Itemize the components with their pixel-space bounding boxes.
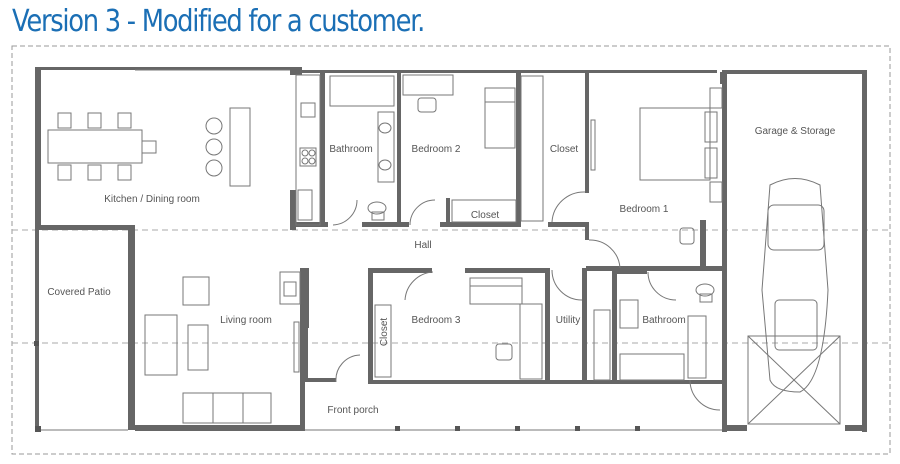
- dashed-grid-lines: [12, 229, 890, 344]
- room-label-utility: Utility: [556, 315, 580, 326]
- room-label-bathroom-1: Bathroom: [329, 144, 372, 155]
- page-title: Version 3 - Modified for a customer.: [12, 4, 425, 39]
- fixtures: [47, 74, 841, 425]
- porch-outline: [35, 69, 722, 431]
- room-label-front-porch: Front porch: [327, 405, 378, 416]
- room-label-garage: Garage & Storage: [755, 126, 836, 137]
- room-label-bathroom-2: Bathroom: [642, 315, 685, 326]
- room-label-living-room: Living room: [220, 315, 272, 326]
- porch-posts: [34, 341, 640, 432]
- room-label-closet-bedroom2: Closet: [471, 210, 500, 221]
- room-label-kitchen-dining: Kitchen / Dining room: [104, 194, 200, 205]
- room-label-bedroom-2: Bedroom 2: [412, 144, 461, 155]
- room-label-bedroom-3: Bedroom 3: [412, 315, 461, 326]
- room-label-closet-top: Closet: [550, 144, 579, 155]
- room-label-closet-bedroom3: Closet: [379, 318, 390, 347]
- room-label-covered-patio: Covered Patio: [47, 287, 111, 298]
- room-label-hall: Hall: [414, 240, 431, 251]
- outer-dashed-border: [11, 45, 891, 455]
- room-label-bedroom-1: Bedroom 1: [620, 204, 669, 215]
- walls: [35, 67, 867, 432]
